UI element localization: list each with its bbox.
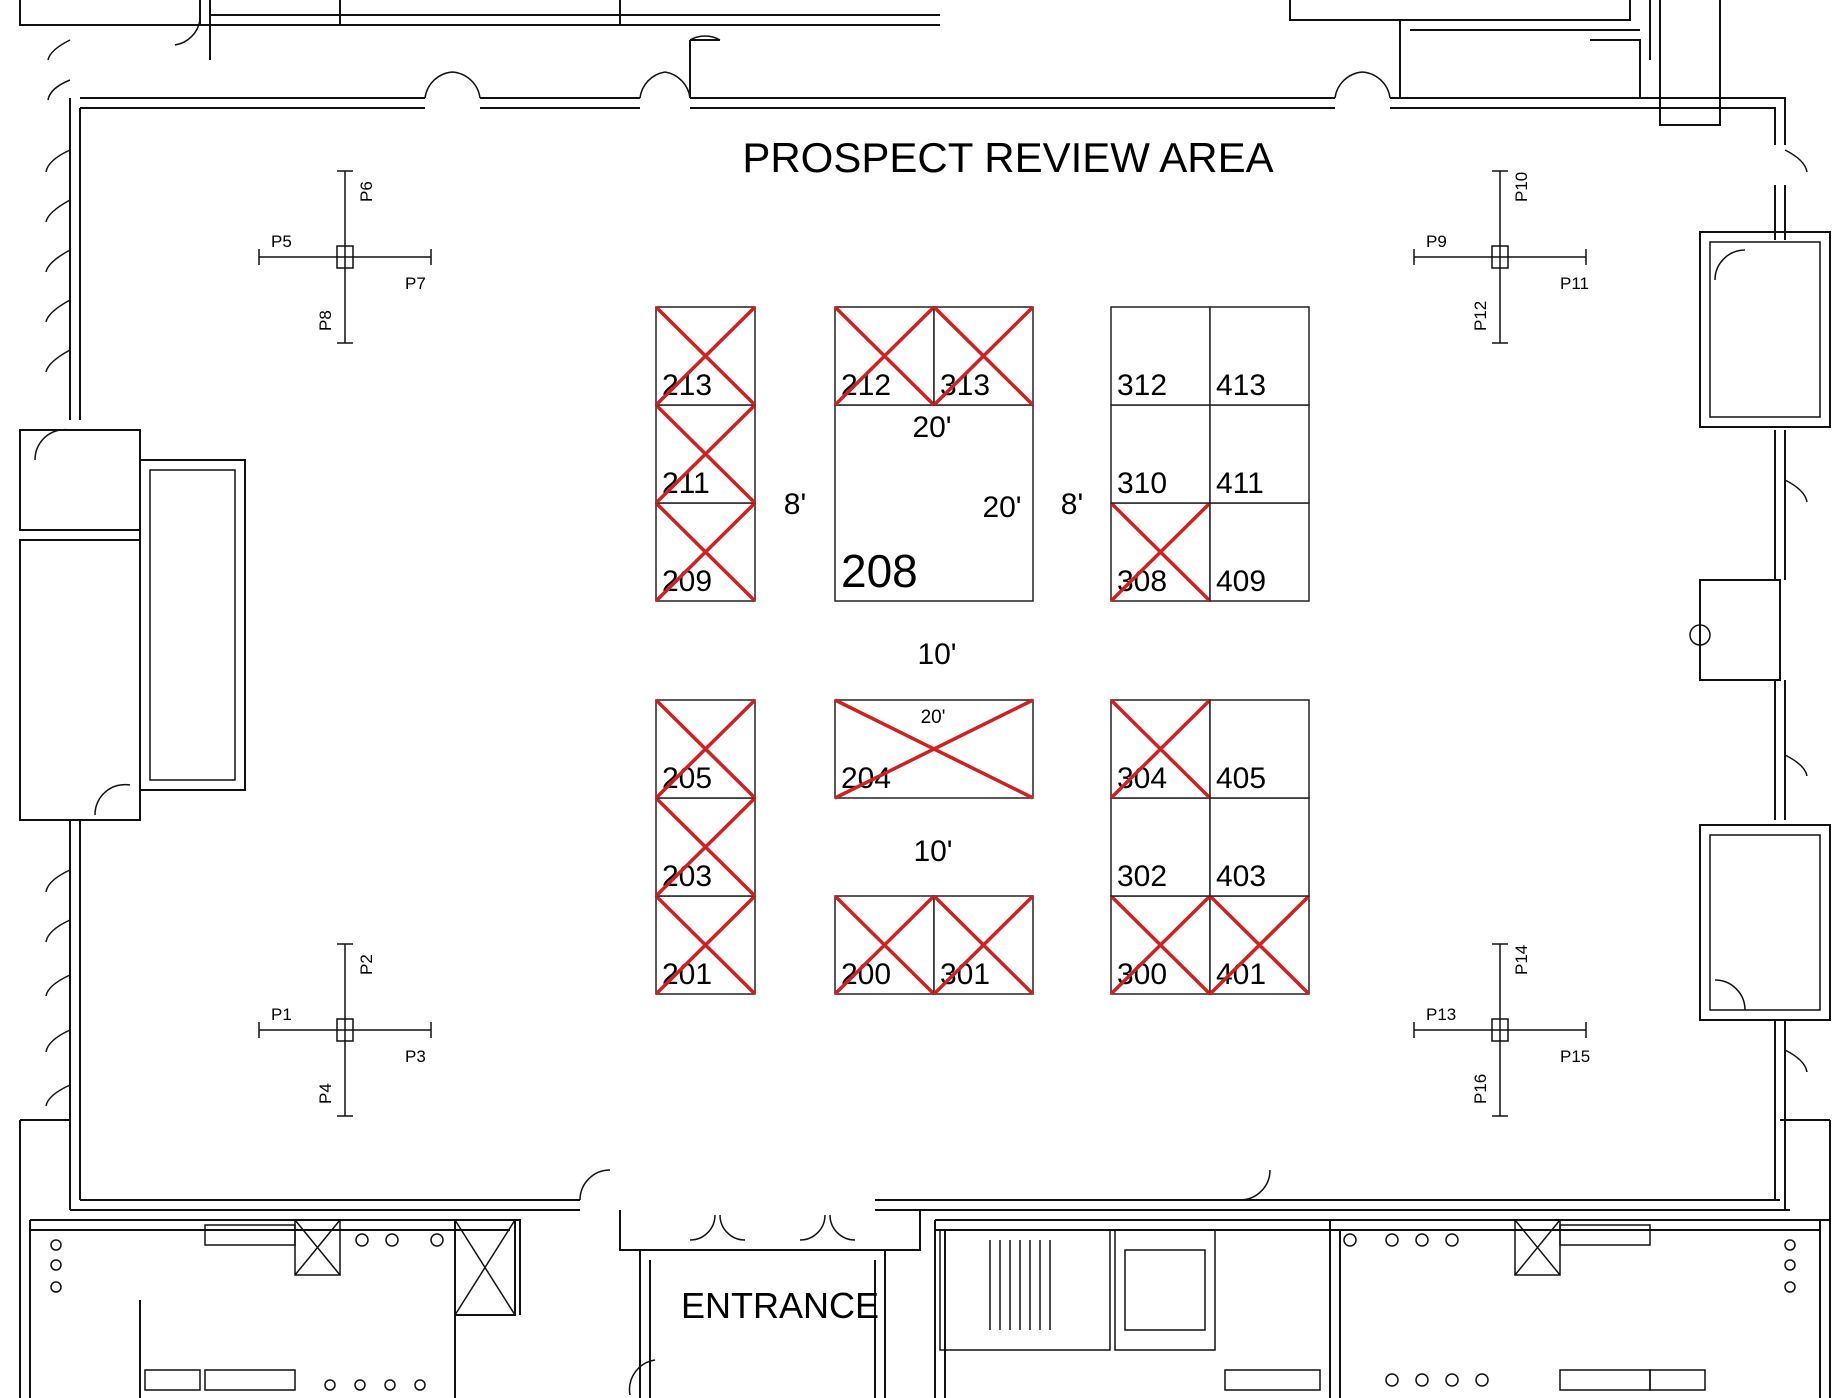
booth-200[interactable]: 200 (833, 894, 936, 996)
booth-taken-cross (932, 894, 1035, 996)
booth-taken-cross (833, 894, 936, 996)
post-label-p16: P16 (1471, 1074, 1490, 1104)
booth-taken-cross (1109, 698, 1212, 800)
post-label-p4: P4 (316, 1083, 335, 1104)
booth-308[interactable]: 308 (1109, 501, 1212, 603)
booth-number: 409 (1216, 565, 1266, 598)
booth-409[interactable]: 409 (1209, 502, 1310, 602)
lower-aisle-dimension: 10' (913, 835, 952, 868)
booth-212[interactable]: 212 (833, 305, 936, 407)
booth-outline (1209, 404, 1310, 504)
booth-outline (834, 404, 1034, 602)
booth204-width-dimension: 20' (921, 707, 946, 728)
booth-310[interactable]: 310 (1110, 404, 1211, 504)
booth-205[interactable]: 205 (654, 698, 757, 800)
booth-taken-cross (654, 796, 757, 898)
booth-taken-cross (834, 698, 1034, 800)
post-label-p9: P9 (1426, 232, 1447, 251)
booth-401[interactable]: 401 (1208, 894, 1311, 996)
booth-outline (1110, 306, 1211, 406)
booth-taken-cross (833, 305, 936, 407)
booth-312[interactable]: 312 (1110, 306, 1211, 406)
booth-405[interactable]: 405 (1209, 699, 1310, 799)
booth-taken-cross (1208, 894, 1311, 996)
aisle-left-dimension: 8' (784, 488, 806, 521)
booth-outline (1209, 306, 1310, 406)
booth-number: 302 (1117, 860, 1167, 893)
post-label-p8: P8 (316, 310, 335, 331)
booth-taken-cross (654, 403, 757, 505)
post-label-p12: P12 (1471, 301, 1490, 331)
booth-outline (1209, 502, 1310, 602)
booth-taken-cross (654, 501, 757, 603)
booth-203[interactable]: 203 (654, 796, 757, 898)
booth-413[interactable]: 413 (1209, 306, 1310, 406)
booth-number: 411 (1216, 467, 1264, 500)
page-title: PROSPECT REVIEW AREA (742, 134, 1273, 181)
booth-411[interactable]: 411 (1209, 404, 1310, 504)
post-label-p5: P5 (271, 232, 292, 251)
booth-208[interactable]: 208 (834, 404, 1034, 602)
post-label-p3: P3 (405, 1047, 426, 1066)
post-label-p11: P11 (1560, 274, 1589, 293)
booth-211[interactable]: 211 (654, 403, 757, 505)
booth-302[interactable]: 302 (1110, 797, 1211, 897)
booth-taken-cross (932, 305, 1035, 407)
post-label-p15: P15 (1560, 1047, 1590, 1066)
booth-outline (1110, 797, 1211, 897)
post-label-p13: P13 (1426, 1005, 1456, 1024)
center-aisle-dimension: 10' (917, 638, 956, 671)
booth-taken-cross (654, 698, 757, 800)
booth-213[interactable]: 213 (654, 305, 757, 407)
booth-304[interactable]: 304 (1109, 698, 1212, 800)
booth-outline (1209, 699, 1310, 799)
booth-number: 405 (1216, 762, 1266, 795)
booth-number: 208 (841, 545, 918, 597)
post-label-p14: P14 (1512, 945, 1531, 975)
aisle-right-dimension: 8' (1061, 488, 1083, 521)
booth-number: 403 (1216, 860, 1266, 893)
booth-301[interactable]: 301 (932, 894, 1035, 996)
post-label-p10: P10 (1512, 172, 1531, 202)
booth-taken-cross (1109, 894, 1212, 996)
booth-taken-cross (654, 305, 757, 407)
booth-300[interactable]: 300 (1109, 894, 1212, 996)
booth-204[interactable]: 204 (834, 698, 1034, 800)
building-walls (19, 0, 1831, 1398)
booth-403[interactable]: 403 (1209, 797, 1310, 897)
booth208-side-dimension: 20' (982, 491, 1021, 524)
booth-209[interactable]: 209 (654, 501, 757, 603)
entrance-label: ENTRANCE (681, 1285, 879, 1326)
post-label-p1: P1 (271, 1005, 292, 1024)
booth-number: 310 (1117, 467, 1167, 500)
post-label-p2: P2 (357, 954, 376, 975)
post-label-p6: P6 (357, 181, 376, 202)
booth-taken-cross (654, 894, 757, 996)
post-label-p7: P7 (405, 274, 426, 293)
booth-number: 312 (1117, 369, 1167, 402)
booth-taken-cross (1109, 501, 1212, 603)
booth-201[interactable]: 201 (654, 894, 757, 996)
booth208-top-dimension: 20' (912, 411, 951, 444)
booth-313[interactable]: 313 (932, 305, 1035, 407)
booth-number: 413 (1216, 369, 1266, 402)
